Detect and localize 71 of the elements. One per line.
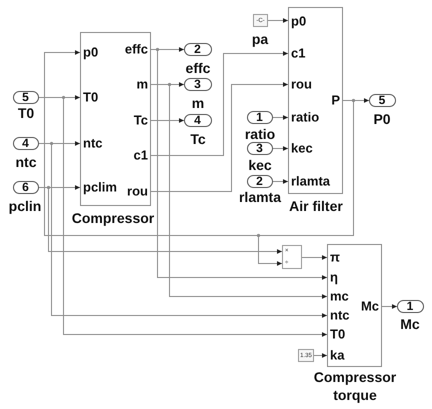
- port-label: rlamta: [291, 174, 330, 188]
- block-name: Compressor: [72, 211, 154, 225]
- port-label: c1: [291, 46, 306, 60]
- port-number: 2: [256, 174, 263, 186]
- port-label: π: [330, 250, 340, 264]
- port-label: T0: [330, 328, 346, 340]
- port-label: Tc: [134, 114, 148, 126]
- signal-label: Mc: [400, 317, 420, 331]
- signal-label: ntc: [16, 155, 36, 169]
- port-label: c1: [134, 148, 148, 162]
- signal-line: [38, 186, 282, 254]
- port-number: 1: [406, 300, 414, 312]
- port-label: ka: [330, 348, 344, 362]
- signal-line: [44, 50, 356, 236]
- signal-line: [272, 179, 288, 184]
- constant-block: [298, 349, 314, 362]
- signal-line: [272, 146, 288, 151]
- signal-label: Tc: [190, 132, 206, 146]
- port-number: 4: [194, 114, 201, 126]
- port-label: ntc: [83, 136, 102, 150]
- signal-label: kec: [248, 158, 272, 172]
- port-number: 1: [256, 110, 263, 122]
- block-name: Compressor torque: [312, 368, 398, 404]
- subsystem-block: [288, 7, 343, 194]
- subsystem-block: [80, 32, 151, 206]
- signal-line: [150, 82, 288, 192]
- signal-line: [302, 255, 328, 260]
- divide-block: [282, 245, 302, 269]
- block-name: Air filter: [289, 199, 343, 213]
- port-label: p0: [291, 14, 306, 28]
- signal-line: [382, 304, 398, 309]
- port-label: ntc: [330, 308, 350, 322]
- signal-line: [256, 100, 354, 266]
- port-label: rou: [127, 184, 148, 198]
- signal-label: P0: [373, 112, 391, 126]
- signal-label: pa: [252, 32, 268, 46]
- signal-line: [272, 115, 288, 120]
- port-number: 5: [378, 94, 386, 106]
- port-number: 4: [22, 136, 29, 148]
- port-label: p0: [83, 46, 98, 58]
- subsystem-block: [327, 244, 382, 367]
- signal-line: [38, 142, 328, 318]
- signal-label: rlamta: [238, 190, 282, 204]
- signal-label: effc: [186, 61, 210, 75]
- signal-line: [150, 48, 328, 280]
- signal-line: [150, 118, 184, 123]
- port-label: mc: [330, 290, 349, 302]
- port-label: rou: [291, 78, 312, 90]
- port-label: η: [330, 270, 338, 284]
- signal-line: [268, 18, 288, 23]
- constant-block: [253, 14, 268, 27]
- port-label: pclim: [83, 180, 117, 194]
- port-number: 3: [256, 142, 263, 154]
- port-label: kec: [291, 142, 313, 154]
- port-number: 5: [22, 90, 29, 102]
- port-number: 6: [22, 180, 29, 192]
- port-label: ratio: [291, 110, 320, 124]
- port-label: T0: [83, 90, 98, 104]
- port-label: effc: [124, 42, 148, 56]
- port-label: Mc: [360, 300, 379, 312]
- signal-label: ratio: [244, 127, 276, 141]
- port-number: 2: [194, 42, 201, 54]
- port-label: P: [331, 94, 340, 106]
- signal-label: pclin: [8, 199, 42, 213]
- signal-line: [314, 353, 328, 358]
- port-label: m: [136, 78, 148, 90]
- signal-line: [150, 82, 328, 299]
- signal-label: m: [192, 96, 204, 110]
- signal-line: [150, 51, 288, 156]
- port-number: 3: [194, 78, 201, 90]
- signal-label: T0: [18, 106, 34, 120]
